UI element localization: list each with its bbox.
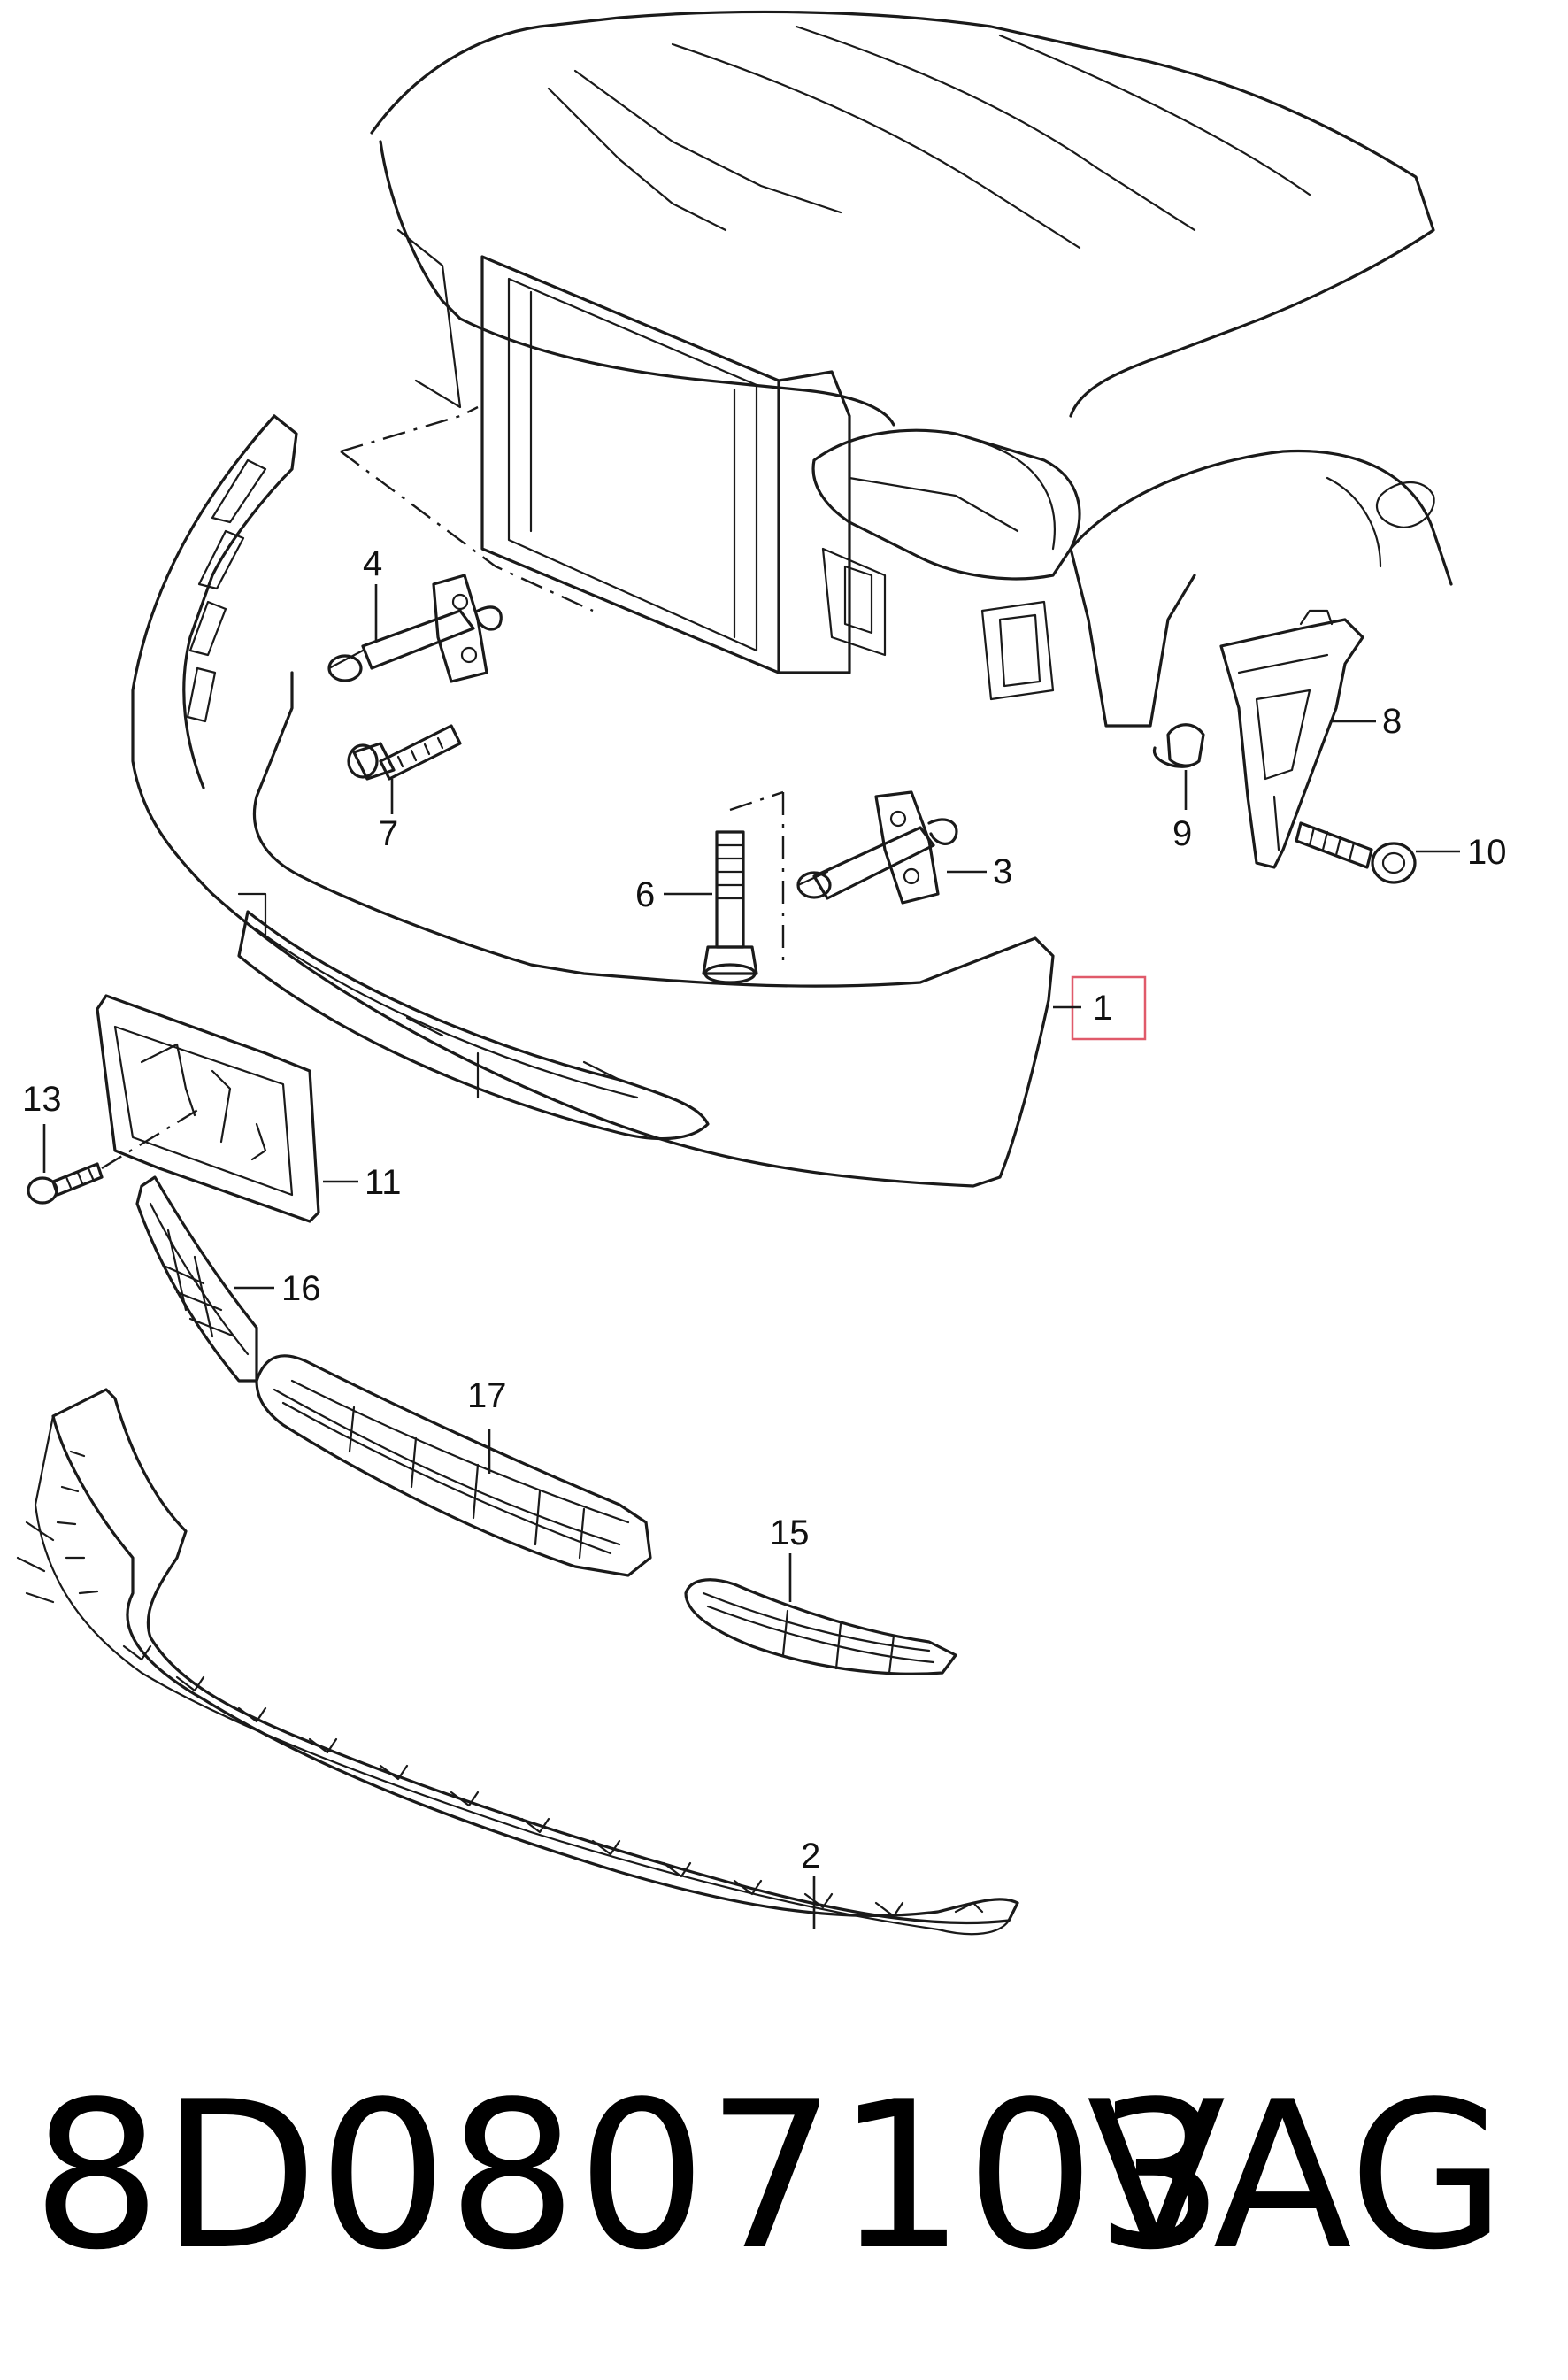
part-17-center-grille [255,1354,652,1577]
callout-8: 8 [1382,702,1402,741]
part-6-bolt [702,790,785,984]
callout-15: 15 [770,1513,810,1552]
part-13-screw [27,1105,204,1205]
callout-7: 7 [379,814,398,853]
callout-2: 2 [801,1837,820,1876]
part-7-screw [347,724,462,781]
part-3-mounting-bracket [796,790,958,905]
part-15-side-grille [684,1578,957,1675]
part-number-caption: 8D0807103 [32,2059,1225,2295]
part-8-side-guide [1219,609,1364,869]
callout-11: 11 [365,1163,402,1202]
part-16-side-grille [135,1175,258,1383]
bumper-cover [131,414,1055,1188]
callout-6: 6 [635,875,655,914]
part-11-license-plate-holder [96,994,320,1223]
callout-9: 9 [1172,814,1192,853]
callout-1: 1 [1093,989,1112,1028]
callout-4: 4 [363,544,382,583]
callout-17: 17 [467,1376,507,1415]
part-9-clip [1153,723,1205,768]
callout-10: 10 [1467,833,1507,872]
part-2-lower-spoiler [16,1388,1019,1936]
callout-3: 3 [993,852,1012,891]
car-body-structure [340,10,1453,728]
callouts: 1 2 3 4 15 6 7 8 9 10 11 13 16 [22,544,1507,1929]
brand-caption: VAG [1087,2059,1507,2295]
part-10-screw [1295,821,1417,884]
callout-16: 16 [281,1269,321,1308]
part-4-mounting-bracket [327,574,503,683]
callout-13: 13 [22,1080,62,1119]
